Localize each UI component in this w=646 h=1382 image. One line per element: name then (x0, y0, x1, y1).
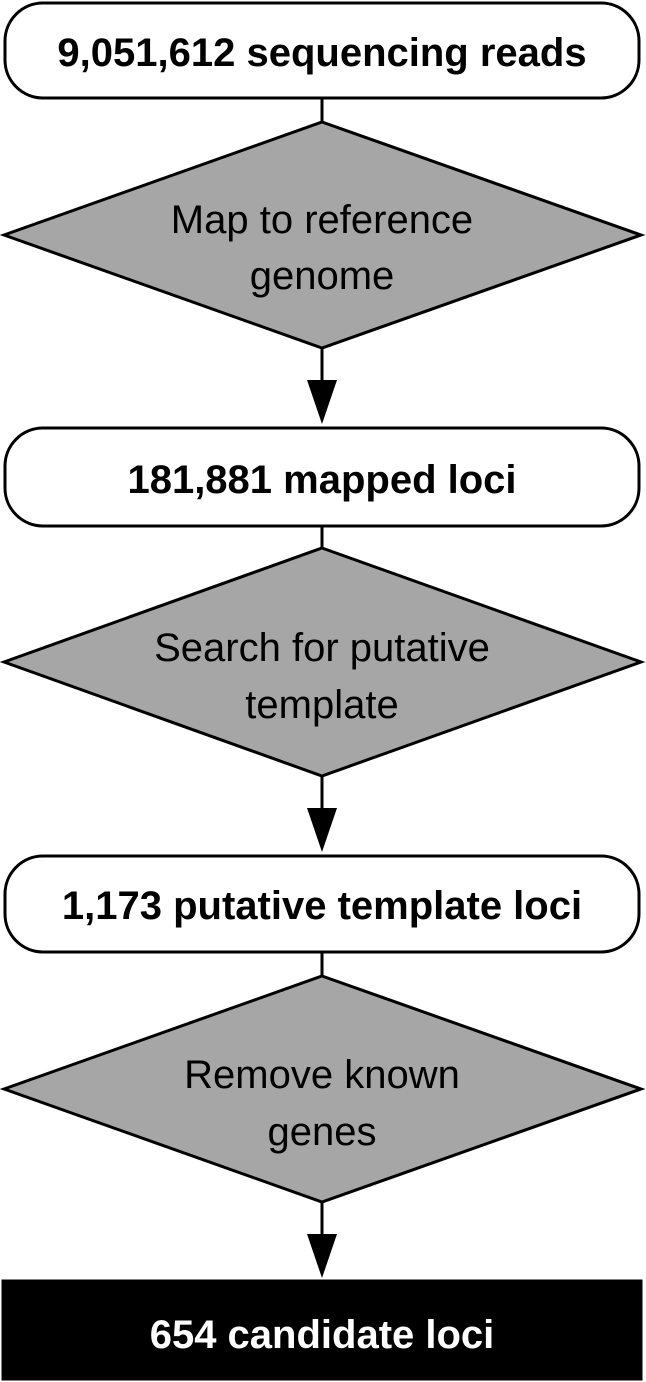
node-map-to-reference-shape (0, 120, 646, 350)
node-mapped-loci-shape (3, 426, 641, 528)
node-sequencing-reads-label: 9,051,612 sequencing reads (57, 31, 586, 75)
node-map-to-reference-label-line1: Map to reference (171, 198, 473, 242)
node-remove-known-genes-label-line1: Remove known (184, 1053, 460, 1097)
node-search-putative-template-shape (0, 546, 646, 778)
node-map-to-reference: Map to reference genome (0, 120, 646, 350)
node-sequencing-reads: 9,051,612 sequencing reads (3, 1, 641, 100)
node-remove-known-genes-label-line2: genes (268, 1110, 377, 1154)
node-search-putative-template-label-line1: Search for putative (154, 626, 490, 670)
node-remove-known-genes-shape (0, 974, 646, 1204)
node-remove-known-genes: Remove known genes (0, 974, 646, 1204)
arrowhead-to-putative (307, 808, 337, 852)
node-mapped-loci: 181,881 mapped loci (3, 426, 641, 528)
node-search-putative-template: Search for putative template (0, 546, 646, 778)
node-sequencing-reads-shape (3, 1, 641, 100)
node-candidate-loci-label: 654 candidate loci (150, 1313, 495, 1357)
node-candidate-loci-shape (1, 1279, 643, 1381)
node-putative-template-loci: 1,173 putative template loci (3, 854, 641, 954)
node-putative-template-loci-shape (3, 854, 641, 954)
arrowhead-to-mapped (307, 380, 337, 424)
node-search-putative-template-label-line2: template (245, 683, 398, 727)
flowchart-connectors (307, 98, 337, 1278)
node-mapped-loci-label: 181,881 mapped loci (127, 458, 516, 502)
node-candidate-loci: 654 candidate loci (1, 1279, 643, 1381)
node-map-to-reference-label-line2: genome (250, 254, 395, 298)
arrowhead-to-candidate (307, 1234, 337, 1278)
node-putative-template-loci-label: 1,173 putative template loci (62, 884, 582, 928)
